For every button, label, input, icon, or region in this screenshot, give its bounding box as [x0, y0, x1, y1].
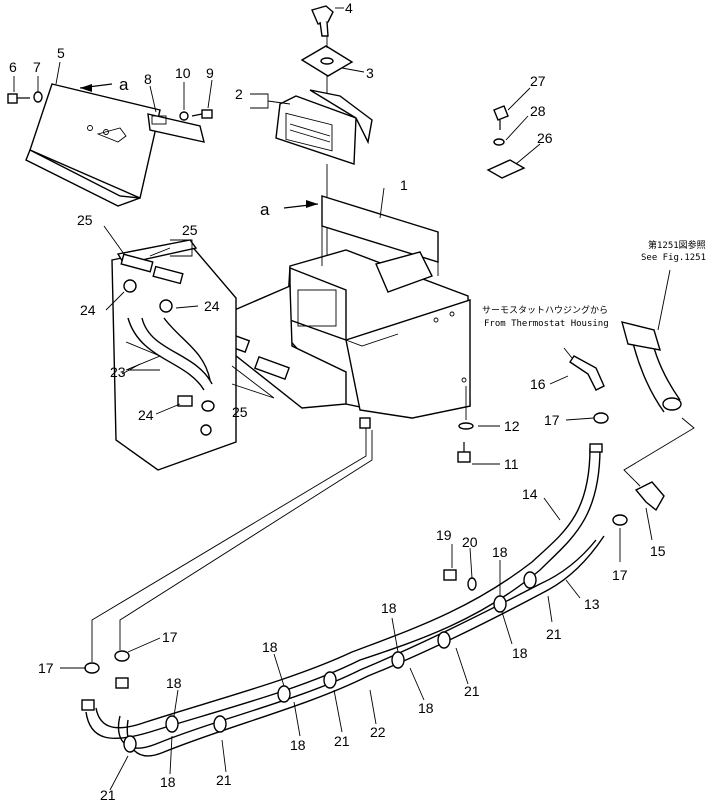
callout-20: 20	[462, 534, 478, 550]
elbow-15-part	[634, 481, 665, 512]
washer-20-part	[467, 577, 477, 591]
callout-10: 10	[175, 65, 191, 81]
callout-18b: 18	[512, 645, 528, 661]
callout-18f: 18	[290, 737, 306, 753]
callout-21a: 21	[546, 626, 562, 642]
callout-26: 26	[537, 130, 553, 146]
clamp-17b-part	[612, 514, 628, 526]
clamp-17d-part	[114, 650, 130, 662]
callout-17c: 17	[162, 629, 178, 645]
see-fig-note-jp: 第1251図参照	[648, 239, 706, 251]
callout-23: 23	[110, 364, 126, 380]
callout-15: 15	[650, 543, 666, 559]
callout-21e: 21	[100, 787, 116, 801]
callout-18e: 18	[262, 639, 278, 655]
callout-6: 6	[9, 59, 17, 75]
thermostat-note-en: From Thermostat Housing	[484, 319, 609, 329]
reference-notes: サーモスタットハウジングから From Thermostat Housing 第…	[482, 239, 706, 329]
callout-18a: 18	[492, 544, 508, 560]
washer-10-part	[179, 111, 189, 121]
clamp-17c-part	[84, 662, 100, 674]
right-pipe-part	[621, 321, 682, 413]
callout-3: 3	[366, 65, 374, 81]
callout-18g: 18	[166, 675, 182, 691]
bolt-11-part	[457, 442, 471, 463]
routing-lines	[91, 417, 695, 662]
callout-25b: 25	[182, 222, 198, 238]
callout-27: 27	[530, 73, 546, 89]
clamp-17a-part	[593, 412, 609, 424]
view-marker-a1: a	[119, 75, 129, 94]
washer-12-part	[458, 422, 474, 430]
callout-14: 14	[522, 486, 538, 502]
bolt-9-part	[191, 109, 213, 119]
callout-11: 11	[504, 456, 519, 472]
callout-16: 16	[530, 376, 546, 392]
callout-21c: 21	[334, 733, 350, 749]
callout-24a: 24	[80, 302, 96, 318]
callout-25a: 25	[77, 212, 93, 228]
thermostat-note-jp: サーモスタットハウジングから	[482, 304, 608, 316]
callout-4: 4	[345, 0, 353, 16]
callout-21b: 21	[464, 683, 480, 699]
callout-9: 9	[206, 65, 214, 81]
callout-22: 22	[370, 724, 386, 740]
callout-21d: 21	[216, 772, 232, 788]
callout-25c: 25	[232, 404, 248, 420]
view-marker-a2: a	[260, 200, 270, 219]
washer-28-part	[493, 138, 505, 146]
callout-28: 28	[530, 103, 546, 119]
hose-13-14-part	[81, 443, 605, 757]
callout-7: 7	[33, 59, 41, 75]
callout-12: 12	[504, 418, 520, 434]
callout-24c: 24	[138, 407, 154, 423]
connector-8-part	[147, 113, 205, 143]
callout-1: 1	[400, 177, 408, 193]
leader-lines	[13, 7, 671, 791]
callout-5: 5	[57, 45, 65, 61]
left-panel-part	[111, 239, 237, 471]
bolt-19-part	[443, 569, 457, 581]
callout-labels: 4 3 2 1 6 7 5 8 10 9 27 28 26 25 25 24 2…	[9, 0, 666, 801]
view-arrows	[79, 83, 319, 209]
callout-18h: 18	[160, 774, 176, 790]
callout-8: 8	[144, 71, 152, 87]
callout-2: 2	[235, 86, 243, 102]
callout-18d: 18	[418, 700, 434, 716]
callout-13: 13	[584, 596, 600, 612]
bracket-panel-part	[25, 83, 161, 207]
wing-bolt-part	[311, 5, 334, 37]
elbow-16-part	[569, 355, 605, 391]
monitor-panel-part	[275, 89, 373, 165]
callout-17b: 17	[612, 567, 628, 583]
see-fig-note-en: See Fig.1251	[641, 253, 706, 263]
hose-clamps-18	[123, 571, 537, 753]
bolt-6-part	[7, 93, 30, 104]
mounting-plate-part	[300, 45, 354, 77]
callout-18c: 18	[381, 600, 397, 616]
washer-7-part	[33, 91, 43, 103]
plate-26-part	[486, 159, 526, 179]
callout-24b: 24	[204, 298, 220, 314]
callout-17d: 17	[38, 660, 54, 676]
callout-19: 19	[436, 527, 452, 543]
callout-17a: 17	[544, 412, 560, 428]
bolt-27-part	[493, 105, 509, 130]
